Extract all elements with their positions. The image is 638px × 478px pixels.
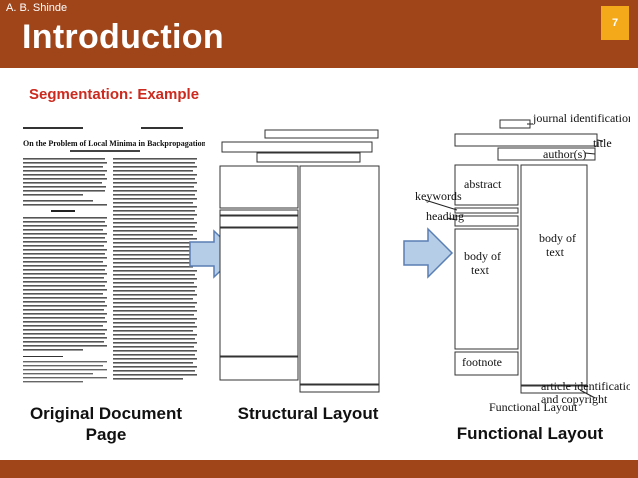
label-body-left: body of text [464,249,504,277]
label-heading: heading [426,209,464,223]
slide-title: Introduction [22,18,224,56]
caption-functional-layout: Functional Layout [456,424,604,443]
slide-number: 7 [601,6,629,40]
header-bar [0,0,638,68]
original-document-image: On the Problem of Local Minima in Backpr… [15,120,205,400]
caption-original-line1: Original Document [29,404,183,423]
right-arrow-icon [403,227,454,279]
caption-structural-layout: Structural Layout [237,404,379,423]
label-authors: author(s) [543,147,586,161]
footer-author: A. B. Shinde [6,2,68,14]
slide-subtitle: Segmentation: Example [29,86,200,103]
document-heading: On the Problem of Local Minima in Backpr… [23,139,205,148]
label-keywords: keywords [415,189,462,203]
label-title: title [593,136,612,150]
caption-original-line2: Page [85,425,127,444]
label-article-identification: article identification and copyright [541,379,630,406]
structural-layout-diagram [219,129,380,393]
caption-original-document: Original Document Page [16,403,196,445]
label-journal-identification: journal identification [532,111,630,125]
label-body-right: body of text [539,231,579,259]
label-abstract: abstract [464,177,502,191]
functional-layout-diagram: journal identification title author(s) a… [415,111,630,414]
label-footnote: footnote [462,355,502,369]
footer-bar [0,460,638,478]
label-functional-layout-handwritten: Functional Layout [489,400,578,414]
